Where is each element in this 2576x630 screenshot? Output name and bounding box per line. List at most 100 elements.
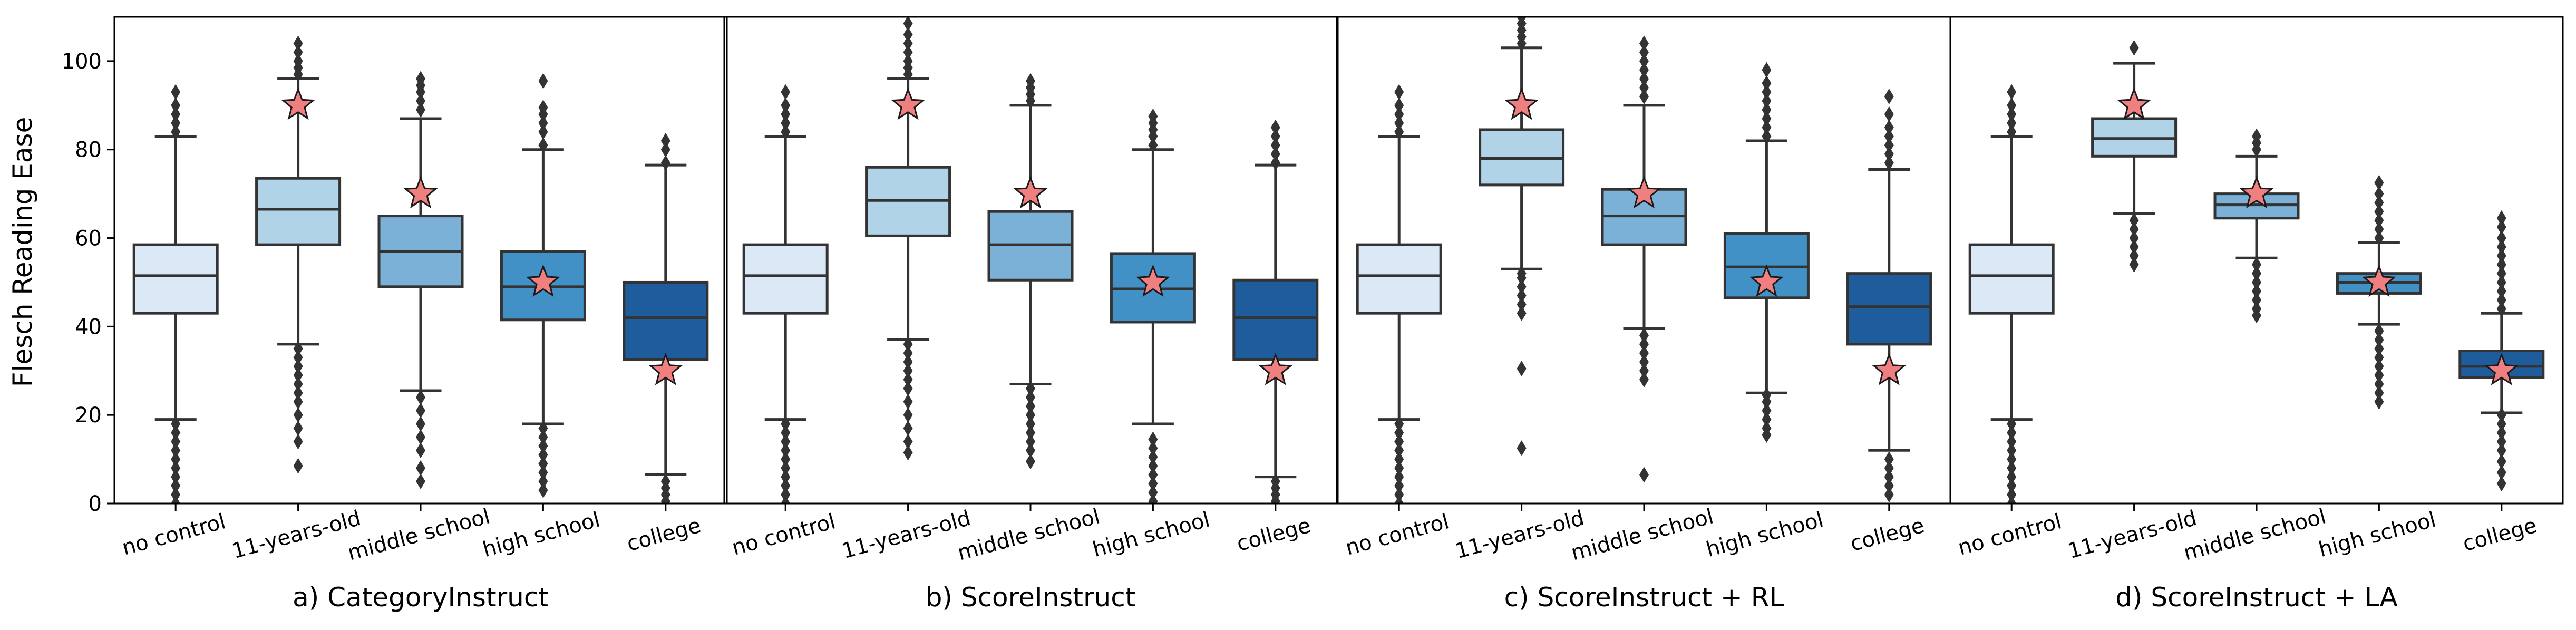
outlier-point (903, 420, 913, 437)
target-star (403, 176, 438, 209)
outlier-point (1762, 62, 1772, 78)
outlier-point (1026, 424, 1035, 441)
iqr-box (255, 177, 342, 246)
panel-title: d) ScoreInstruct + LA (2115, 582, 2398, 613)
x-tick-label: no control (1956, 509, 2064, 560)
panel-plot-area (742, 17, 1319, 503)
outlier-point (538, 420, 548, 437)
outlier-point (1517, 278, 1527, 295)
outlier-point (2007, 478, 2017, 494)
outlier-point (2496, 248, 2506, 264)
box-11-years-old (255, 35, 342, 474)
outlier-point (2374, 230, 2384, 246)
x-tick-label: middle school (955, 504, 1103, 565)
outlier-point (2007, 460, 2017, 476)
outlier-point (2374, 212, 2384, 228)
outlier-point (2007, 442, 2017, 459)
outlier-point (1639, 80, 1649, 96)
outlier-point (1517, 265, 1527, 282)
outlier-point (2252, 292, 2261, 308)
outlier-point (2374, 332, 2384, 348)
outlier-point (1884, 478, 1894, 494)
target-star (1136, 264, 1170, 297)
box-middle-school (1601, 35, 1687, 483)
outlier-point (2007, 487, 2017, 503)
box-no-control (1356, 84, 1442, 503)
outlier-point (416, 442, 425, 459)
outlier-point (1394, 97, 1404, 113)
outlier-point (1394, 415, 1404, 432)
outlier-point (1517, 361, 1527, 377)
outlier-point (416, 415, 425, 432)
outlier-point (1270, 146, 1280, 162)
y-tick-label: 60 (75, 227, 102, 251)
outlier-point (171, 460, 181, 476)
outlier-point (1148, 476, 1158, 492)
outlier-point (2129, 239, 2139, 255)
outlier-point (1148, 137, 1158, 153)
target-star (2362, 264, 2396, 297)
outlier-point (1884, 154, 1894, 171)
y-tick-label: 80 (75, 138, 102, 162)
outlier-point (1639, 467, 1649, 483)
outlier-point (1639, 372, 1649, 388)
outlier-point (1026, 453, 1035, 470)
outlier-point (538, 473, 548, 490)
target-star (2117, 87, 2152, 120)
panel-title: a) CategoryInstruct (293, 582, 549, 613)
outlier-point (1884, 451, 1894, 468)
outlier-point (2496, 442, 2506, 459)
outlier-point (2374, 203, 2384, 220)
outlier-point (2496, 256, 2506, 273)
outlier-point (2007, 424, 2017, 441)
outlier-point (171, 124, 181, 140)
outlier-point (903, 433, 913, 450)
outlier-point (1762, 102, 1772, 118)
outlier-point (2252, 274, 2261, 290)
outlier-point (1517, 287, 1527, 304)
target-star (1627, 176, 1661, 209)
outlier-point (1639, 35, 1649, 52)
outlier-point (538, 455, 548, 472)
outlier-point (1884, 460, 1894, 476)
outlier-point (1762, 128, 1772, 144)
outlier-point (1394, 442, 1404, 459)
x-tick-label: middle school (2181, 504, 2329, 565)
outlier-point (171, 415, 181, 432)
outlier-point (781, 106, 791, 122)
outlier-point (2129, 221, 2139, 237)
x-tick-label: 11-years-old (2065, 506, 2199, 564)
outlier-point (171, 115, 181, 131)
x-tick-label: high school (1704, 508, 1826, 562)
outlier-point (781, 469, 791, 485)
outlier-point (293, 350, 303, 366)
x-tick-label: college (1848, 513, 1927, 557)
outlier-point (1026, 398, 1035, 414)
x-tick-label: middle school (1569, 504, 1716, 565)
box-11-years-old (865, 17, 951, 461)
outlier-point (2496, 415, 2506, 432)
outlier-point (2007, 84, 2017, 100)
box-high-school (2336, 175, 2422, 410)
outlier-point (2374, 195, 2384, 211)
box-11-years-old (1479, 17, 1565, 457)
outlier-point (2252, 301, 2261, 317)
outlier-point (1639, 345, 1649, 361)
outlier-point (1394, 115, 1404, 131)
outlier-point (903, 26, 913, 43)
outlier-point (293, 458, 303, 474)
outlier-point (2496, 274, 2506, 290)
outlier-point (1270, 128, 1280, 144)
outlier-point (1762, 93, 1772, 109)
outlier-point (903, 372, 913, 388)
outlier-point (903, 354, 913, 370)
outlier-point (538, 429, 548, 445)
outlier-point (903, 17, 913, 32)
outlier-point (538, 464, 548, 481)
box-no-control (742, 84, 829, 503)
outlier-point (1639, 327, 1649, 344)
outlier-point (1148, 458, 1158, 474)
x-tick-label: 11-years-old (1453, 506, 1587, 564)
iqr-box (132, 243, 219, 315)
